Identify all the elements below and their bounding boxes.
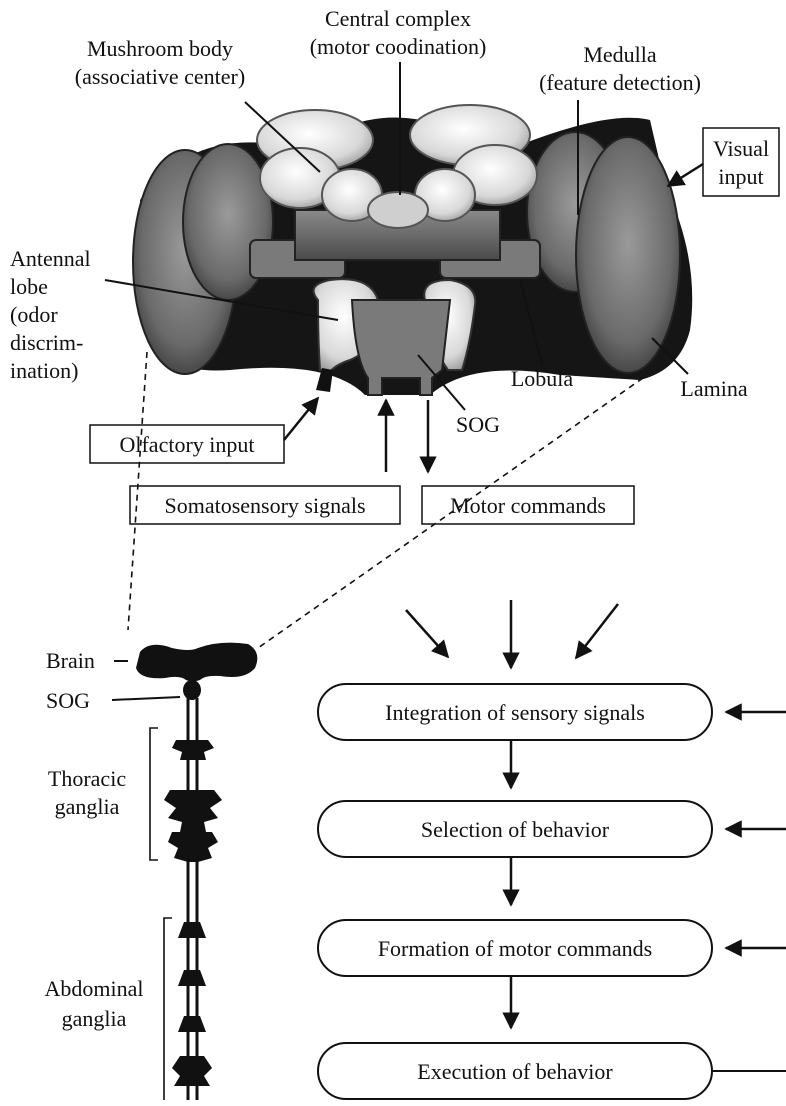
visual-input-arrow [668, 164, 703, 186]
abdominal-ganglia-label-line1: Abdominal [45, 976, 144, 1001]
abdominal-ganglion-1 [178, 922, 206, 938]
olfactory-input-arrow [284, 398, 318, 440]
sog-small-label: SOG [46, 688, 90, 713]
sog-label: SOG [456, 412, 500, 437]
antennal-lobe-label-line3: (odor [10, 302, 58, 327]
antennal-lobe-label-line5: ination) [10, 358, 78, 383]
flow-step-execution-label: Execution of behavior [417, 1059, 613, 1084]
visual-input-label-line2: input [718, 164, 763, 189]
mushroom-body-label-line1: Mushroom body [87, 36, 233, 61]
somatosensory-signals-label: Somatosensory signals [164, 493, 365, 518]
abdominal-bracket [164, 918, 172, 1100]
ventral-nerve-cord [136, 643, 257, 1100]
nervous-system-labels: Brain SOG Thoracic ganglia Abdominal gan… [45, 648, 181, 1100]
input-arrow-right [576, 604, 618, 658]
flow-step-formation-label: Formation of motor commands [378, 936, 652, 961]
brain-silhouette-small [136, 643, 257, 682]
abdominal-ganglion-3 [178, 1016, 206, 1032]
brain-label: Brain [46, 648, 95, 673]
thoracic-ganglia-label-line2: ganglia [55, 794, 120, 819]
thoracic-ganglion-3 [168, 832, 218, 862]
lamina-label: Lamina [680, 376, 747, 401]
abdominal-ganglia-label-line2: ganglia [62, 1006, 127, 1031]
thoracic-ganglion-2 [164, 790, 222, 832]
thoracic-bracket [150, 728, 158, 860]
sog-ganglion [183, 680, 201, 700]
medulla-label-line2: (feature detection) [539, 70, 701, 95]
mushroom-body-label-line2: (associative center) [75, 64, 245, 89]
input-arrow-left [406, 610, 448, 657]
antennal-lobe-label-line4: discrim- [10, 330, 83, 355]
antennal-lobe-label-line1: Antennal [10, 246, 91, 271]
behavior-flowchart: Integration of sensory signals Selection… [318, 600, 786, 1099]
brain-io: Olfactory input Somatosensory signals Mo… [90, 398, 634, 524]
antennal-lobe-label-line2: lobe [10, 274, 48, 299]
flow-step-integration-label: Integration of sensory signals [385, 700, 645, 725]
thoracic-ganglion-1 [172, 740, 214, 760]
medulla-label-line1: Medulla [583, 42, 657, 67]
flow-step-selection-label: Selection of behavior [421, 817, 610, 842]
thoracic-ganglia-label-line1: Thoracic [48, 766, 126, 791]
lobula-label: Lobula [511, 366, 574, 391]
central-complex-body [368, 192, 428, 228]
abdominal-ganglion-4 [172, 1056, 212, 1086]
brain-illustration [133, 105, 692, 395]
abdominal-ganglion-2 [178, 970, 206, 986]
visual-input-label-line1: Visual [713, 136, 769, 161]
right-lamina [576, 137, 680, 373]
motor-commands-label: Motor commands [450, 493, 606, 518]
central-complex-label-line1: Central complex [325, 6, 471, 31]
central-complex-label-line2: (motor coodination) [310, 34, 487, 59]
